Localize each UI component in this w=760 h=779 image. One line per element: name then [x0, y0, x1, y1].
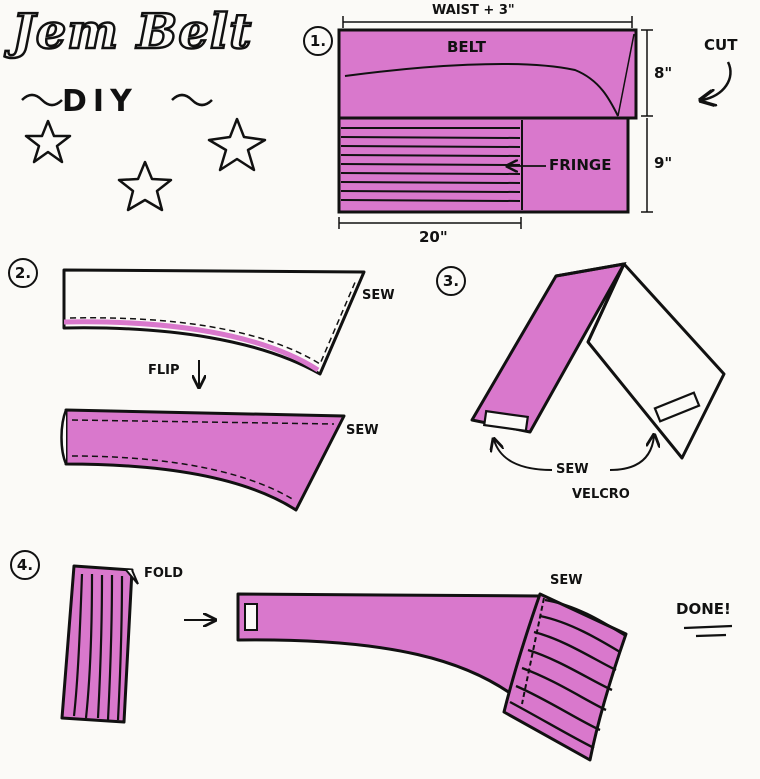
velcro-arrow-left — [494, 440, 553, 471]
seam-dashes-top — [69, 279, 357, 366]
sew-velcro-line2: VELCRO — [572, 487, 630, 502]
squiggle-left — [21, 93, 63, 107]
step-1-number: 1. — [303, 26, 333, 56]
belt-label: BELT — [447, 38, 486, 56]
page-subtitle: DIY — [62, 84, 138, 119]
fringe-label: FRINGE — [549, 156, 612, 174]
belt-cut-line — [344, 62, 619, 117]
page-title: Jem Belt — [11, 3, 253, 62]
folded-fringe — [60, 564, 134, 724]
fold-label: FOLD — [144, 566, 184, 581]
fringe-width-label: 20" — [419, 228, 448, 246]
star-icon — [24, 119, 72, 164]
belt-height-label: 8" — [654, 64, 673, 82]
folded-fringe-strips — [72, 573, 124, 721]
finished-fringe — [502, 592, 628, 762]
sew-label-bottom: SEW — [346, 423, 379, 438]
finished-belt — [236, 592, 542, 704]
step-4-number: 4. — [10, 550, 40, 580]
done-label: DONE! — [676, 600, 731, 618]
finished-velcro — [244, 603, 258, 631]
squiggle-right — [171, 93, 213, 107]
step-2-number: 2. — [8, 258, 38, 288]
sew-label-top: SEW — [362, 288, 395, 303]
done-underline — [683, 624, 733, 638]
fringe-height-label: 9" — [654, 154, 673, 172]
sew-velcro-line1: SEW — [556, 462, 589, 477]
flip-label: FLIP — [148, 363, 180, 378]
star-icon — [207, 117, 267, 172]
step-3-number: 3. — [436, 266, 466, 296]
sew-label-step4: SEW — [550, 573, 583, 588]
width-label: WAIST + 3" — [432, 3, 515, 18]
finished-fringe-strips — [509, 598, 627, 750]
cut-label: CUT — [704, 36, 738, 54]
belt-panel — [337, 28, 638, 120]
star-icon — [117, 160, 173, 212]
velcro-patch-right — [653, 391, 701, 423]
seam-dashes-bottom — [71, 419, 335, 501]
velcro-arrow-right — [609, 436, 654, 471]
cut-arrow-icon — [702, 61, 732, 100]
fringe-strips — [340, 120, 523, 210]
belt-flipped — [64, 408, 346, 512]
velcro-patch-left — [482, 409, 530, 433]
